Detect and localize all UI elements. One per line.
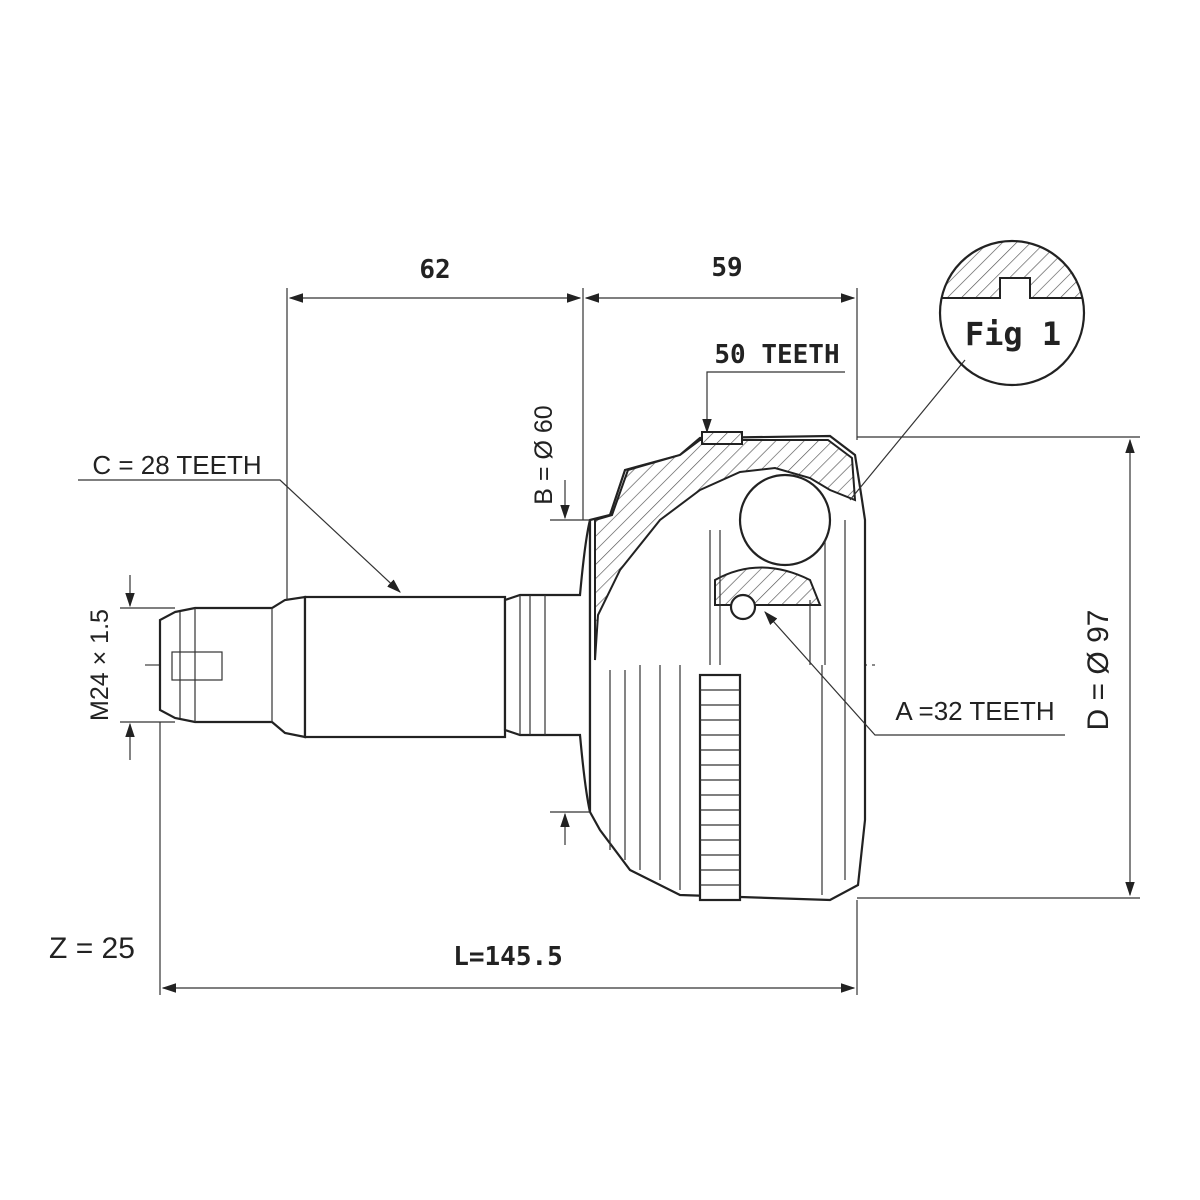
splined-shaft (303, 519, 592, 813)
fig-1-detail (938, 239, 1086, 387)
b-diameter-label: B = Ø 60 (530, 405, 558, 504)
dim-62-label: 62 (419, 255, 450, 285)
dimension-lines (120, 288, 1140, 995)
z-label: Z = 25 (49, 932, 135, 965)
leader-lines (78, 359, 1065, 736)
fig-1-label: Fig 1 (965, 315, 1061, 353)
thread-label: M24 × 1.5 (86, 609, 114, 721)
dim-59-label: 59 (711, 253, 742, 283)
bell-housing (588, 431, 867, 902)
d-diameter-label: D = Ø 97 (1082, 610, 1115, 731)
teeth-50-label: 50 TEETH (714, 340, 839, 370)
threaded-end (158, 595, 307, 739)
c-teeth-label: C = 28 TEETH (92, 450, 261, 480)
a-teeth-label: A =32 TEETH (895, 696, 1054, 726)
length-label: L=145.5 (453, 942, 563, 972)
ball (738, 473, 832, 567)
